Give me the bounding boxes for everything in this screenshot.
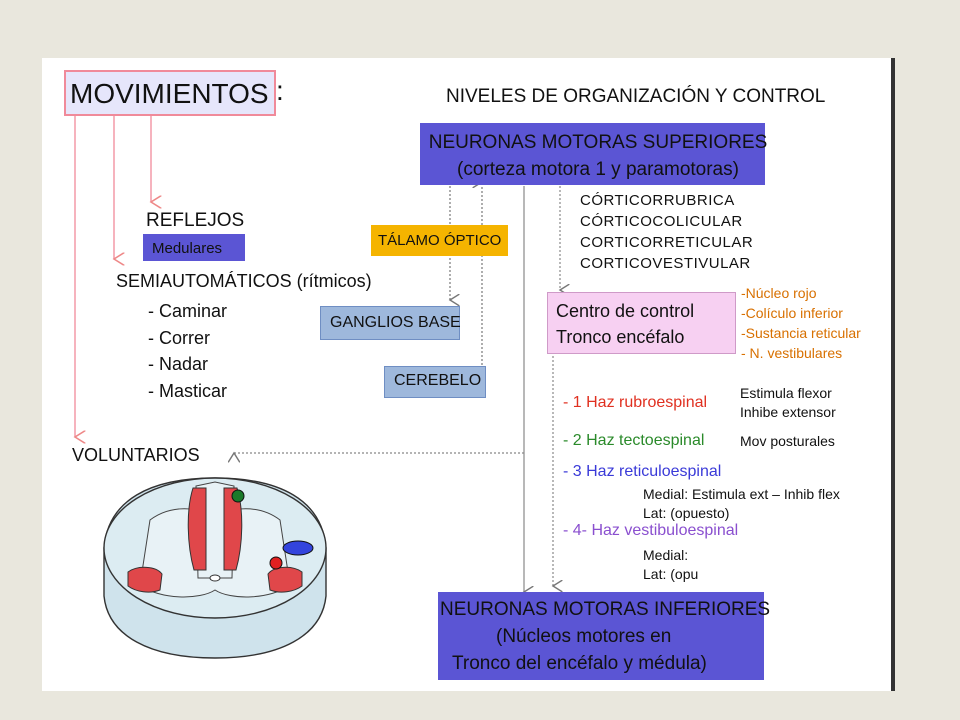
control-center-line1: Centro de control [556, 301, 695, 321]
nucleus-item: -Colículo inferior [741, 305, 843, 321]
rhythmic-item: - Caminar [148, 301, 228, 321]
nucleus-item: -Sustancia reticular [741, 325, 861, 341]
title-colon: : [276, 75, 284, 106]
cerebelo-label: CEREBELO [394, 372, 482, 389]
cortical-tracts-list: CÓRTICORRUBRICA CÓRTICOCOLICULAR CORTICO… [580, 190, 753, 274]
haz-rubroespinal: - 1 Haz rubroespinal [563, 394, 708, 411]
rhythmic-item: - Correr [148, 327, 210, 348]
upper-motor-line2: (corteza motora 1 y paramotoras) [457, 159, 739, 180]
nucleus-item: -Núcleo rojo [741, 285, 817, 301]
haz-effect: Lat: (opuesto) [643, 505, 730, 521]
medulares-box [143, 234, 245, 261]
talamo-box [371, 225, 508, 256]
haz-tectoespinal-effect: Mov posturales [740, 433, 835, 449]
haz-effect: Lat: (opu [643, 566, 699, 582]
slide-right-border [891, 58, 895, 691]
reflejos-label: REFLEJOS [146, 210, 245, 231]
upper-motor-line1: NEURONAS MOTORAS SUPERIORES [428, 132, 768, 153]
upper-motor-neurons-box [420, 123, 765, 185]
haz-effect: Inhibe extensor [740, 404, 836, 420]
voluntarios-label: VOLUNTARIOS [72, 445, 200, 465]
tract-item: CÓRTICOCOLICULAR [580, 213, 743, 230]
haz-effect: Estimula flexor [740, 385, 832, 401]
talamo-label: TÁLAMO ÓPTICO [378, 232, 502, 249]
movimientos-title: MOVIMIENTOS [70, 78, 269, 109]
upper-motor-neurons-text: NEURONAS MOTORAS SUPERIORES (corteza mot… [401, 129, 795, 183]
rhythmic-item: - Nadar [148, 354, 209, 374]
spinal-cord-illustration [103, 477, 327, 659]
control-center-line2: Tronco encéfalo [556, 327, 685, 347]
cerebelo-box [384, 366, 486, 398]
haz-effect: Medial: [643, 547, 689, 563]
rhythmic-item: - Masticar [148, 380, 228, 401]
medulares-label: Medulares [152, 240, 223, 257]
control-center-text: Centro de control Tronco encéfalo [556, 298, 694, 350]
lower-motor-neurons-box [438, 592, 764, 680]
haz-tectoespinal: - 2 Haz tectoespinal [563, 432, 705, 449]
tract-item: CORTICOVESTIVULAR [580, 255, 751, 272]
lower-motor-neurons-text: NEURONAS MOTORAS INFERIORES (Núcleos mot… [440, 596, 770, 677]
haz-rubroespinal-effects: Estimula flexor Inhibe extensor [740, 384, 836, 422]
haz-vestibuloespinal: - 4- Haz vestibuloespinal [563, 522, 739, 539]
nucleus-item: - N. vestibulares [741, 345, 843, 361]
levels-heading: NIVELES DE ORGANIZACIÓN Y CONTROL [446, 86, 826, 107]
rhythmic-list: - Caminar - Correr - Nadar - Masticar [148, 298, 227, 404]
brainstem-nuclei-list: -Núcleo rojo -Colículo inferior -Sustanc… [741, 283, 861, 363]
lower-motor-line1: NEURONAS MOTORAS INFERIORES [440, 599, 771, 620]
semiautomaticos-label: SEMIAUTOMÁTICOS (rítmicos) [116, 271, 372, 291]
ganglios-label: GANGLIOS BASE [330, 314, 461, 331]
lower-motor-line2: (Núcleos motores en [496, 626, 672, 647]
haz-effect: Medial: Estimula ext – Inhib flex [643, 486, 840, 502]
control-center-box [547, 292, 736, 354]
tract-item: CORTICORRETICULAR [580, 234, 754, 251]
lower-motor-line3: Tronco del encéfalo y médula) [452, 653, 707, 674]
ganglios-box [320, 306, 460, 340]
haz-vestibuloespinal-effects: Medial: Lat: (opu [643, 546, 698, 584]
movimientos-title-box: MOVIMIENTOS [64, 70, 276, 116]
haz-reticuloespinal-effects: Medial: Estimula ext – Inhib flex Lat: (… [643, 485, 840, 523]
tract-item: CÓRTICORRUBRICA [580, 192, 735, 209]
haz-reticuloespinal: - 3 Haz reticuloespinal [563, 463, 722, 480]
